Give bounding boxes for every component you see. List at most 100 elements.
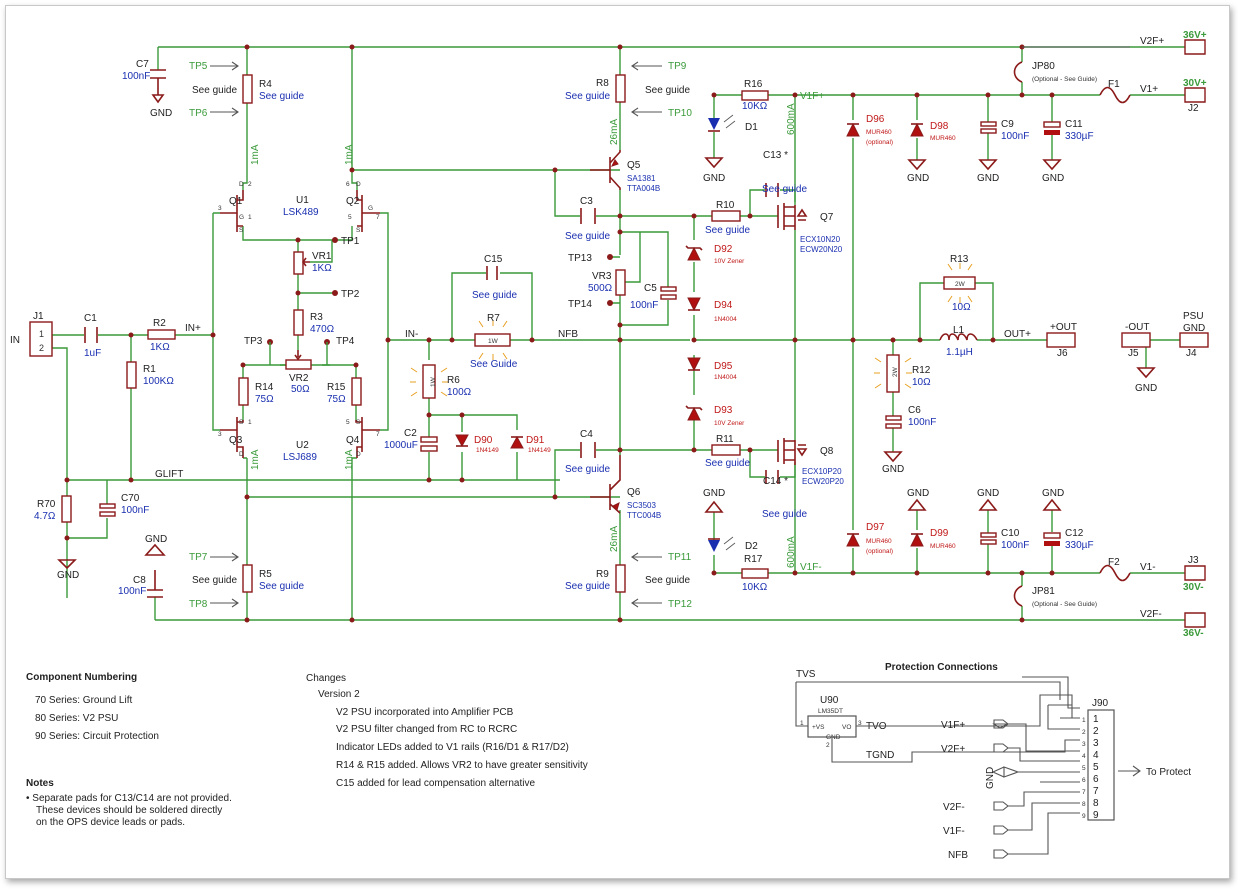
q4-jfet (355, 417, 380, 458)
r70-resistor (61, 495, 72, 523)
gnd-symbol-c12 (1042, 498, 1062, 511)
svg-text:6: 6 (346, 181, 350, 188)
j3-ref: J3 (1188, 555, 1199, 566)
q8-value2: ECW20P20 (802, 477, 844, 486)
svg-text:3: 3 (218, 205, 222, 212)
c1-capacitor (84, 327, 98, 343)
vr2-pot (285, 359, 312, 370)
svg-text:GND: GND (826, 734, 841, 741)
tp5: TP5 (189, 61, 208, 72)
rail-30v-minus: 30V- (1183, 582, 1204, 593)
note-line: These devices should be soldered directl… (36, 805, 223, 816)
svg-text:D: D (356, 451, 361, 458)
j4-label: PSU (1183, 311, 1204, 322)
r7-ref: R7 (487, 313, 500, 324)
r13-value: 10Ω (952, 302, 971, 313)
r15-ref: R15 (327, 382, 346, 393)
svg-text:5: 5 (346, 419, 350, 426)
tvs-label: TVS (796, 669, 816, 680)
svg-text:1: 1 (39, 329, 44, 339)
c70-ref: C70 (121, 493, 140, 504)
svg-text:3: 3 (858, 720, 862, 727)
r12-value: 10Ω (912, 377, 931, 388)
r16-value: 10KΩ (742, 101, 768, 112)
net-v1-minus: V1- (1140, 562, 1156, 573)
input-v2f-plus: V2F+ (941, 744, 965, 755)
d99-diode (910, 532, 924, 547)
d93-value: 10V Zener (714, 420, 745, 427)
net-v2f-plus: V2F+ (1140, 36, 1164, 47)
numbering-item: 70 Series: Ground Lift (35, 695, 133, 706)
gnd-label: GND (145, 534, 167, 545)
jp81-note: (Optional - See Guide) (1032, 601, 1097, 608)
r5-value: See guide (259, 581, 304, 592)
svg-text:1W: 1W (430, 376, 437, 387)
d98-ref: D98 (930, 121, 949, 132)
vr1-value: 1KΩ (312, 263, 332, 274)
r14-resistor (238, 377, 249, 406)
r3-resistor (293, 309, 304, 336)
r4-ref: R4 (259, 79, 272, 90)
r6-ref: R6 (447, 375, 460, 386)
connector-36v-plus (1184, 39, 1206, 55)
protection-title: Protection Connections (885, 662, 998, 673)
protection-connections: Protection Connections TVS U90 LM35DT +V… (795, 662, 1191, 861)
change-item: V2 PSU filter changed from RC to RCRC (336, 724, 518, 735)
current-label: 26mA (609, 119, 620, 145)
r3-ref: R3 (310, 312, 323, 323)
u1-ref: U1 (296, 195, 309, 206)
l1-ref: L1 (953, 325, 965, 336)
r1-value: 100KΩ (143, 376, 174, 387)
svg-text:8: 8 (1082, 801, 1086, 808)
see-guide: See guide (645, 85, 690, 96)
svg-text:D: D (239, 451, 244, 458)
c7-value: 100nF (122, 71, 150, 82)
c70-capacitor (99, 503, 116, 509)
svg-text:D: D (239, 181, 244, 188)
u2-ref: U2 (296, 440, 309, 451)
svg-text:2: 2 (248, 181, 252, 188)
c12-ref: C12 (1065, 528, 1084, 539)
gnd-label: GND (150, 108, 172, 119)
tp3: TP3 (244, 336, 263, 347)
r11-value: See guide (705, 458, 750, 469)
svg-text:5: 5 (1093, 762, 1099, 773)
c13-ref: C13 * (763, 150, 788, 161)
tp12: TP12 (668, 599, 692, 610)
d92-value: 10V Zener (714, 258, 745, 265)
current-label: 1mA (344, 144, 355, 165)
r70-ref: R70 (37, 499, 56, 510)
q7-ref: Q7 (820, 212, 834, 223)
svg-text:2: 2 (1082, 729, 1086, 736)
tp2: TP2 (341, 289, 360, 300)
j1-ref: J1 (33, 311, 44, 322)
gnd-label: GND (907, 173, 929, 184)
current-label: 1mA (250, 449, 261, 470)
j6-connector (1046, 332, 1076, 348)
j4-connector (1179, 332, 1209, 348)
svg-text:7: 7 (376, 431, 380, 438)
r14-ref: R14 (255, 382, 274, 393)
gnd-label: GND (977, 173, 999, 184)
d92-zener (687, 246, 701, 261)
connector-36v-minus (1184, 612, 1206, 628)
c1-value: 1uF (84, 348, 101, 359)
r13-ref: R13 (950, 254, 969, 265)
c14-capacitor (765, 470, 779, 484)
current-label: 600mA (786, 536, 797, 568)
f1-ref: F1 (1108, 79, 1120, 90)
q6-value2: TTC004B (627, 511, 661, 520)
gnd-symbol-c8 (144, 543, 166, 556)
d92-ref: D92 (714, 244, 733, 255)
to-protect-label: To Protect (1146, 767, 1191, 778)
r70-value: 4.7Ω (34, 511, 56, 522)
f2-fuse (1099, 564, 1131, 582)
r6-resistor (422, 364, 436, 399)
d99-value: MUR460 (930, 543, 956, 550)
changes-version: Version 2 (318, 689, 360, 700)
j5-connector (1121, 332, 1151, 348)
r10-resistor (711, 210, 741, 222)
c5-capacitor (660, 286, 677, 292)
